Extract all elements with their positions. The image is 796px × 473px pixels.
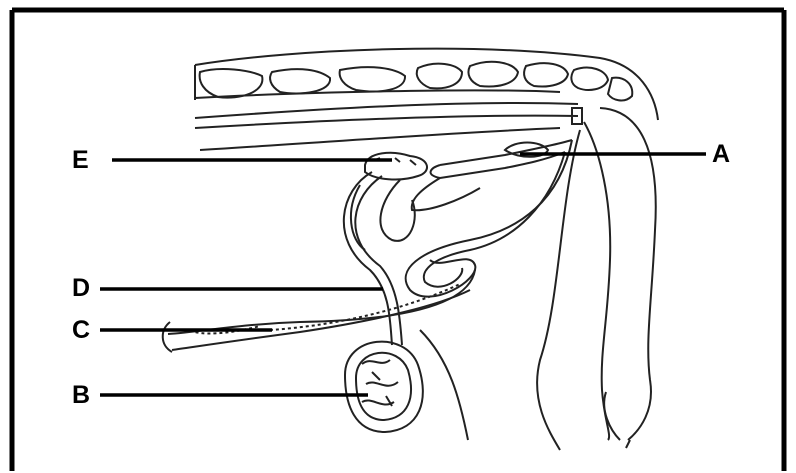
accessory-gland: [365, 153, 427, 180]
tail: [584, 108, 656, 448]
label-e: E: [72, 148, 89, 173]
label-d: D: [72, 276, 90, 301]
label-c: C: [72, 318, 90, 343]
leader-lines: [100, 154, 706, 395]
label-b: B: [72, 383, 90, 408]
spine-outline: [195, 49, 658, 120]
scrotum-testis: [345, 342, 423, 432]
label-a: A: [712, 142, 730, 167]
